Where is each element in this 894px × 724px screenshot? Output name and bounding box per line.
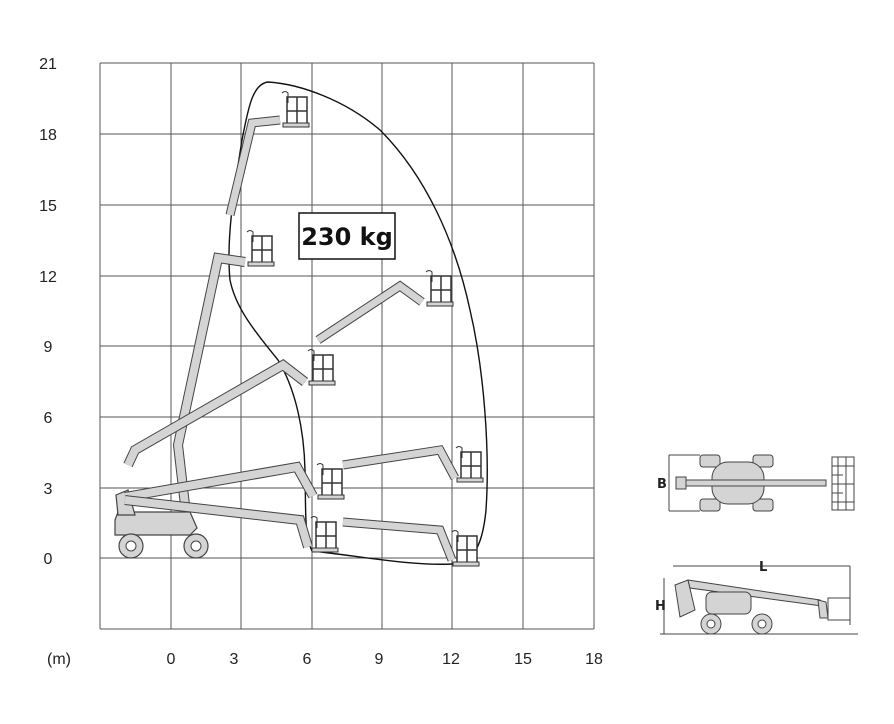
y-tick-label: 21 (39, 56, 57, 73)
axis-unit-label: (m) (47, 651, 71, 668)
x-tick-label: 9 (375, 651, 384, 668)
x-tick-label: 18 (585, 651, 603, 668)
y-tick-label: 9 (44, 339, 53, 356)
load-capacity-box: 230 kg (298, 212, 396, 260)
boom-outline (123, 358, 309, 468)
grid (99, 62, 595, 630)
boom-section (124, 360, 308, 467)
boom-section (124, 496, 312, 549)
y-axis-ticks: 21 18 15 12 9 6 3 0 (39, 56, 57, 568)
top-view-drawing: B (657, 454, 855, 512)
boom-section (173, 253, 246, 506)
lift-chassis (114, 489, 209, 559)
working-envelope (228, 81, 488, 565)
height-dimension-label: H (655, 599, 666, 614)
side-view-drawing: L H (655, 560, 858, 635)
boom-lift-positions (114, 91, 484, 567)
x-tick-label: 15 (514, 651, 532, 668)
boom-section (226, 116, 281, 216)
platform-basket (451, 530, 480, 567)
platform-basket (316, 463, 345, 500)
x-tick-label: 6 (303, 651, 312, 668)
boom-section (316, 281, 425, 343)
platform-basket (425, 270, 454, 307)
y-tick-label: 12 (39, 269, 57, 286)
x-tick-label: 12 (442, 651, 460, 668)
y-tick-label: 18 (39, 127, 57, 144)
length-dimension-label: L (759, 560, 767, 575)
load-capacity-label: 230 kg (301, 223, 393, 251)
y-tick-label: 6 (44, 410, 53, 427)
platform-basket (307, 349, 336, 386)
platform-basket (455, 446, 484, 483)
x-tick-label: 0 (167, 651, 176, 668)
boom-section (124, 462, 317, 501)
platform-basket (246, 230, 275, 267)
y-tick-label: 3 (44, 481, 53, 498)
x-tick-label: 3 (230, 651, 239, 668)
platform-basket (310, 516, 339, 553)
y-tick-label: 15 (39, 198, 57, 215)
platform-basket (281, 91, 310, 128)
width-dimension-label: B (657, 477, 667, 492)
x-axis-ticks: 0 3 6 9 12 15 18 (167, 651, 603, 668)
boom-section (342, 446, 459, 480)
boom-section (342, 518, 456, 562)
y-tick-label: 0 (44, 551, 53, 568)
